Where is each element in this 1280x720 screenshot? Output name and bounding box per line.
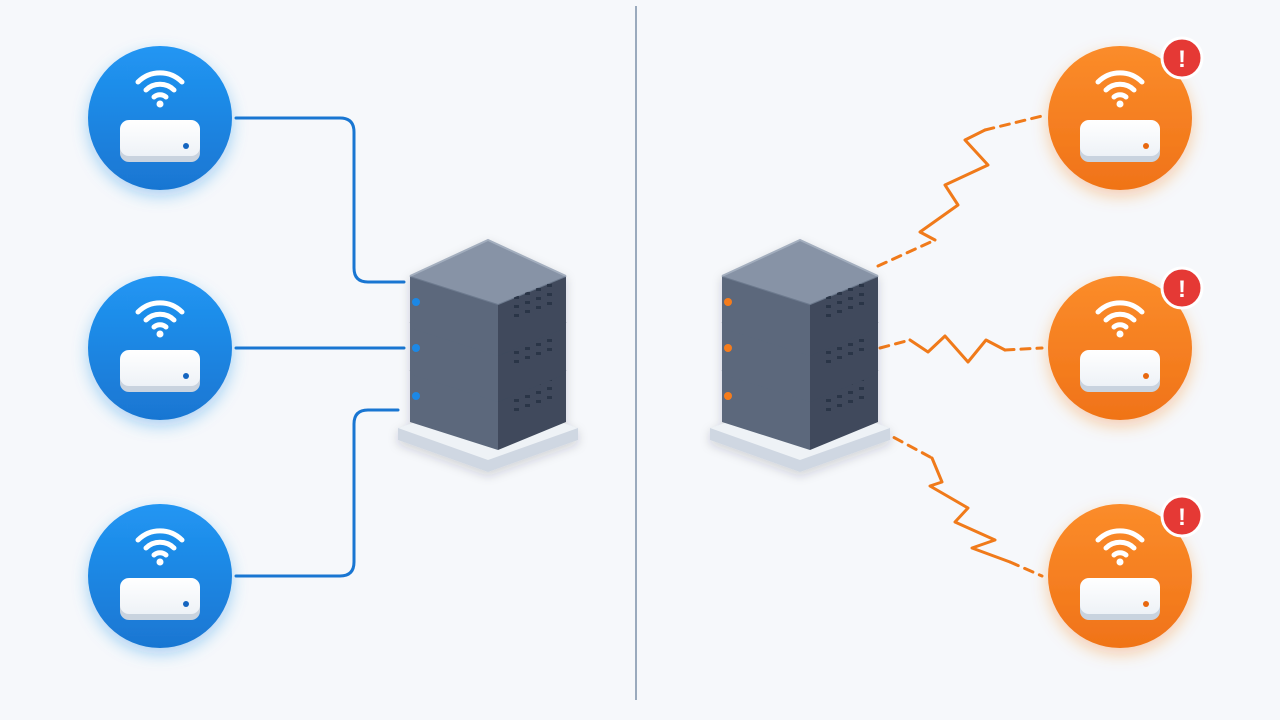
status-led <box>412 298 420 306</box>
wifi-router-icon <box>120 578 200 620</box>
server-rack-icon <box>710 238 890 472</box>
wifi-router-icon <box>1080 578 1160 620</box>
device-circle <box>88 276 232 420</box>
connection-line-2 <box>878 338 912 350</box>
status-led <box>412 344 420 352</box>
wifi-router-icon <box>120 120 200 162</box>
wifi-icon <box>1095 300 1145 338</box>
connection-zigzag-1 <box>918 128 990 242</box>
connection-line-1 <box>876 238 937 268</box>
device-circle <box>88 46 232 190</box>
wifi-router-icon <box>120 350 200 392</box>
device-node-2: ! <box>1048 266 1204 420</box>
wifi-icon <box>135 70 185 108</box>
right-server <box>710 238 890 472</box>
alert-badge-label: ! <box>1178 504 1186 531</box>
right-devices: !!! <box>1048 36 1204 648</box>
left-connections <box>234 116 406 578</box>
wifi-router-icon <box>1080 350 1160 392</box>
wifi-icon <box>1095 528 1145 566</box>
alert-badge-label: ! <box>1178 46 1186 73</box>
server-top <box>722 240 878 304</box>
device-node-1: ! <box>1048 36 1204 190</box>
connection-zigzag-3 <box>928 456 1012 564</box>
device-node-3 <box>88 504 232 648</box>
alert-badge-label: ! <box>1178 276 1186 303</box>
connection-line-2b <box>1003 346 1044 352</box>
device-node-2 <box>88 276 232 420</box>
connection-zigzag-2 <box>908 334 1007 364</box>
right-connections <box>876 114 1044 578</box>
server-top <box>410 240 566 304</box>
status-led <box>724 298 732 306</box>
left-devices <box>88 46 232 648</box>
status-led <box>724 344 732 352</box>
alert-badge-icon: ! <box>1160 266 1204 310</box>
server-rack-icon <box>398 238 578 472</box>
connection-line-1 <box>234 116 406 284</box>
status-led <box>412 392 420 400</box>
device-node-1 <box>88 46 232 190</box>
device-node-3: ! <box>1048 494 1204 648</box>
left-server <box>398 238 578 472</box>
connection-line-3b <box>1008 560 1044 578</box>
wifi-icon <box>135 528 185 566</box>
wifi-router-icon <box>1080 120 1160 162</box>
status-led <box>724 392 732 400</box>
wifi-icon <box>1095 70 1145 108</box>
connection-line-1b <box>983 114 1044 132</box>
device-circle <box>88 504 232 648</box>
alert-badge-icon: ! <box>1160 36 1204 80</box>
wifi-icon <box>135 300 185 338</box>
connection-line-3 <box>234 408 400 578</box>
alert-badge-icon: ! <box>1160 494 1204 538</box>
